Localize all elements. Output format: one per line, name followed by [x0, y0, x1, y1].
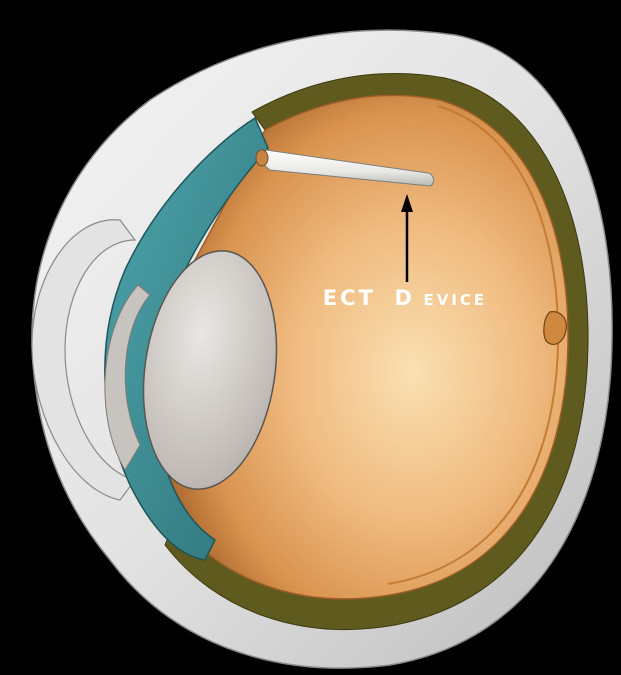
label-ect: ECT	[323, 286, 376, 310]
label-device-cap: D	[394, 286, 414, 310]
label-device-rest: EVICE	[423, 291, 487, 309]
optic-disc	[544, 312, 566, 345]
